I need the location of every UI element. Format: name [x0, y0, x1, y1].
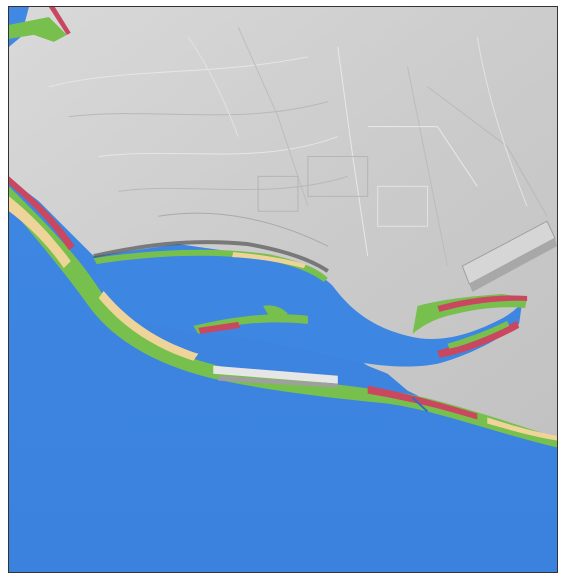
shore-risk-top-left [48, 7, 71, 35]
cliff-shadow [93, 240, 329, 273]
hillshade-texture [48, 26, 548, 267]
map-canvas[interactable] [9, 7, 557, 572]
shore-strip-top-left [9, 16, 67, 42]
north-shore-mid [232, 252, 306, 269]
map-frame [8, 6, 558, 573]
spit-road-edge [218, 375, 338, 388]
spit-risk-west [9, 196, 71, 269]
east-shore-risk [437, 295, 528, 312]
harbor-shadow [469, 238, 557, 292]
spit-risk-east-mid [487, 417, 557, 441]
island-small [263, 305, 288, 318]
spit-road [213, 365, 338, 384]
lagoon-east-shore [412, 293, 528, 334]
east-shore-green [447, 320, 510, 349]
lagoon-water [93, 253, 523, 367]
channel-marker [411, 396, 429, 413]
spit-risk-east [367, 385, 478, 420]
spit-risk-west-high [9, 176, 75, 251]
lagoon-island [193, 314, 308, 334]
spit-risk-mid [98, 290, 199, 361]
island-risk [198, 321, 241, 334]
